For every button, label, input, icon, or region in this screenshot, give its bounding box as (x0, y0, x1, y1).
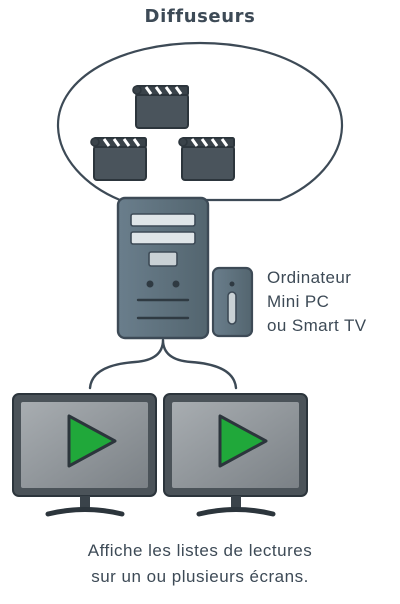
device-label-line: Mini PC (267, 292, 330, 311)
device-label-line: ou Smart TV (267, 316, 367, 335)
caption-line: sur un ou plusieurs écrans. (91, 567, 309, 586)
clapperboard-icon (178, 137, 235, 181)
diagram-title: Diffuseurs (144, 6, 256, 27)
desktop-tower-icon (116, 196, 210, 340)
monitor-play-icon (163, 393, 308, 517)
caption-line: Affiche les listes de lectures (87, 541, 313, 560)
monitor-play-icon (12, 393, 157, 517)
mini-pc-icon (211, 266, 254, 338)
device-label-line: Ordinateur (267, 268, 352, 287)
clapperboard-icon (132, 85, 189, 129)
clapperboard-icon (90, 137, 147, 181)
connector-bracket (88, 338, 238, 390)
caption: Affiche les listes de lectures sur un ou… (0, 538, 400, 590)
device-label: Ordinateur Mini PC ou Smart TV (267, 266, 367, 338)
